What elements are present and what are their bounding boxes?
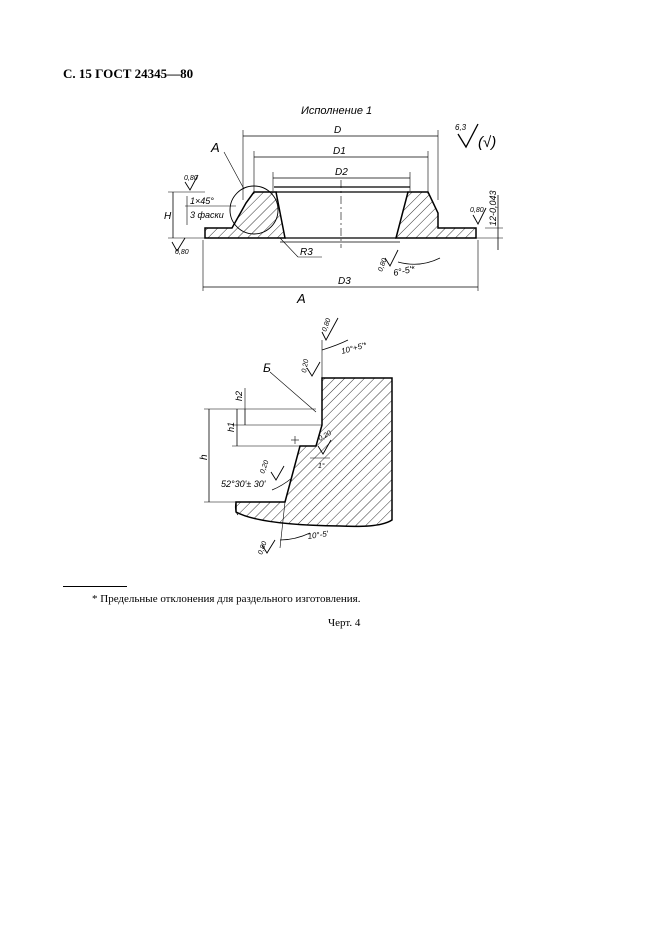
figure-title: Исполнение 1 (301, 105, 372, 117)
angle-6: 6°-5'* (392, 264, 416, 278)
figure-caption: Черт. 4 (328, 617, 361, 629)
roughness-080-d: 0,80 (377, 257, 388, 272)
chamfer-count: 3 фаски (190, 210, 224, 220)
label-B: Б (263, 361, 271, 375)
chamfer-note: 1×45° (190, 196, 214, 206)
dim-D: D (334, 125, 341, 136)
view-label-A: А (296, 291, 306, 306)
angle-bottom: 10°-5' (307, 529, 329, 541)
angle-1: 1° (318, 462, 325, 470)
footnote-rule (63, 586, 127, 587)
angle-top: 10°+5'* (340, 340, 368, 356)
thickness-12: 12-0,043 (488, 190, 498, 226)
roughness-020-a: 0,20 (301, 359, 310, 374)
detail-label-A: А (210, 140, 220, 155)
roughness-value: 6,3 (455, 123, 467, 132)
dim-h1: h1 (226, 422, 236, 432)
roughness-080-top: 0,80 (321, 317, 332, 332)
roughness-080-a: 0,80 (184, 175, 198, 182)
roughness-020-c: 0,20 (259, 459, 270, 474)
roughness-mark-icon (457, 123, 479, 149)
dim-D2: D2 (335, 167, 348, 178)
detail-circle (229, 185, 279, 235)
roughness-paren: (√) (478, 134, 496, 151)
angle-side: 52°30'± 30' (221, 479, 266, 489)
footnote: * Предельные отклонения для раздельного … (92, 593, 361, 605)
page-header: С. 15 ГОСТ 24345—80 (63, 66, 194, 81)
dim-H: H (164, 211, 172, 222)
dim-h: h (199, 454, 210, 460)
roughness-080-bottom: 0,80 (257, 540, 268, 555)
dim-D1: D1 (333, 146, 346, 157)
dim-h2: h2 (234, 391, 244, 401)
roughness-080-c: 0,80 (470, 207, 484, 214)
roughness-080-b: 0,80 (175, 249, 189, 256)
radius-label: R3 (300, 247, 313, 258)
dim-D3: D3 (338, 276, 351, 287)
